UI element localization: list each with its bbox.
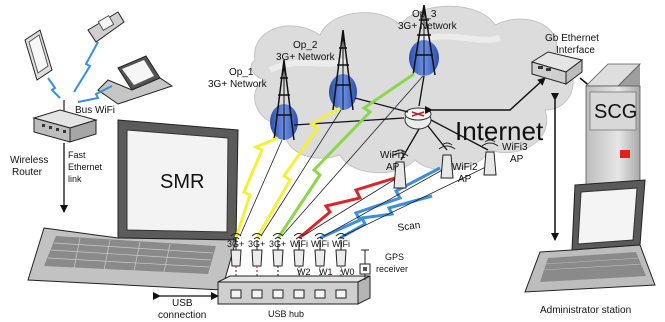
- usb-dongle-3: [293, 233, 305, 290]
- wifi-ap-lines: [302, 164, 491, 237]
- wireless-router-label-1: Wireless: [10, 155, 48, 166]
- wifi1-label-2: AP: [386, 162, 400, 173]
- gps-label-2: receiver: [376, 264, 408, 274]
- wifi2-ap: [438, 142, 456, 179]
- wireless-router-label-2: Router: [12, 167, 43, 178]
- w0-label: W0: [341, 267, 355, 277]
- phone-device: [87, 11, 125, 43]
- admin-laptop: [524, 179, 656, 293]
- wifi-bolts-router: [47, 41, 113, 103]
- usb-connection-label-2: connection: [158, 310, 206, 321]
- tower-op3: [409, 4, 439, 76]
- hub-port-5: [335, 289, 347, 299]
- router-to-gb-link: [425, 77, 546, 114]
- smr-laptop: [27, 119, 239, 291]
- bus-wifi-label: Bus WiFi: [75, 105, 115, 116]
- op1-net-label: 3G+ Network: [208, 79, 268, 90]
- wifi3-label-1: WiFi3: [502, 142, 528, 153]
- wifi2-label-1: WiFi2: [452, 162, 478, 173]
- usb-hub: [217, 275, 371, 305]
- w2-label: W2: [297, 267, 311, 277]
- hub-port-3: [293, 289, 305, 299]
- wifi2-label-2: AP: [458, 174, 472, 185]
- gps-label-1: GPS: [385, 252, 404, 262]
- port-label-2: 3G+: [269, 239, 286, 249]
- op3-name-label: Op_3: [412, 9, 437, 20]
- smr-label: SMR: [160, 171, 204, 193]
- small-laptop-device: [97, 55, 174, 105]
- fast-ethernet-label-3: link: [68, 174, 82, 184]
- port-label-5: WiFi: [332, 239, 350, 249]
- tower-op2: [329, 29, 357, 111]
- w1-label: W1: [319, 267, 333, 277]
- hub-port-1: [251, 289, 263, 299]
- port-label-3: WiFi: [290, 239, 308, 249]
- admin-station-label: Administrator station: [540, 305, 631, 316]
- hub-port-4: [314, 289, 326, 299]
- internet-label: Internet: [455, 116, 544, 146]
- wireless-router: [32, 100, 98, 143]
- port-label-0: 3G+: [227, 239, 244, 249]
- wifi3-ap: [481, 139, 499, 176]
- scg-server: [585, 63, 641, 191]
- op2-net-label: 3G+ Network: [276, 52, 336, 63]
- wifi1-ap: [391, 149, 409, 189]
- op2-name-label: Op_2: [293, 40, 318, 51]
- gb-interface-label-1: Gb Ethernet: [545, 33, 599, 44]
- wifi1-label-1: WiFi1: [380, 150, 406, 161]
- fast-ethernet-label-1: Fast: [68, 150, 86, 160]
- tower-op1: [270, 59, 298, 141]
- wifi3-label-2: AP: [510, 154, 524, 165]
- internet-router-icon: [404, 107, 432, 130]
- internet-cloud: [250, 5, 574, 174]
- gps-receiver: [359, 249, 371, 280]
- fast-ethernet-label-2: Ethernet: [68, 162, 103, 172]
- hub-port-0: [230, 289, 242, 299]
- cellular-bolts: [234, 72, 415, 239]
- port-label-1: 3G+: [248, 239, 265, 249]
- gb-interface-label-2: Interface: [556, 45, 595, 56]
- port-label-4: WiFi: [311, 239, 329, 249]
- hub-port-2: [272, 289, 284, 299]
- tablet-device: [24, 29, 53, 81]
- port-tower-lines: [239, 75, 424, 237]
- gb-ethernet-interface: [530, 51, 584, 85]
- op3-net-label: 3G+ Network: [398, 21, 458, 32]
- usb-dongle-0: [230, 233, 242, 290]
- scan-label: Scan: [397, 220, 421, 234]
- usb-hub-label: USB hub: [268, 309, 304, 319]
- usb-connection-label-1: USB: [172, 298, 193, 309]
- scg-label: SCG: [594, 101, 637, 123]
- op1-name-label: Op_1: [229, 67, 254, 78]
